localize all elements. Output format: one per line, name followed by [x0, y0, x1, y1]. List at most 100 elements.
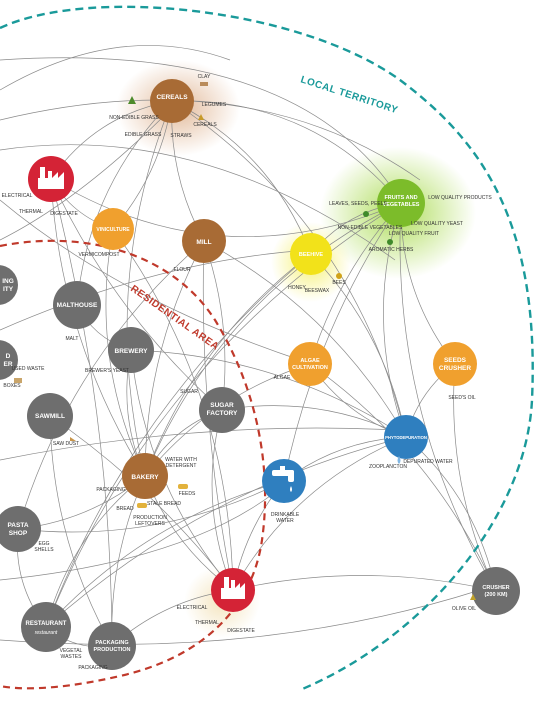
node-phytodepuration-label: PHYTODEPURATION [385, 435, 427, 440]
flow-label-zooplancton: ZOOPLANCTON [369, 464, 407, 470]
node-mill[interactable]: MILL [182, 219, 226, 263]
flow-label-edible-grass: EDIBLE GRASS [125, 132, 162, 138]
node-viniculture-label: VINICULTURE [96, 227, 130, 233]
node-thermal-plant-bottom[interactable] [211, 568, 255, 612]
box-icon [14, 378, 22, 383]
flow-label-vermicompost: VERMICOMPOST [78, 252, 119, 258]
oil-icon [470, 594, 476, 600]
flow-line [0, 427, 396, 461]
node-phytodepuration[interactable]: PHYTODEPURATION [384, 415, 428, 459]
node-malthouse[interactable]: MALTHOUSE [53, 281, 101, 329]
node-restaurant-sub: restaurant [35, 630, 58, 636]
flow-label-brewers-yeast: BREWER'S YEAST [85, 368, 129, 374]
flow-label-legumes: LEGUMES [202, 102, 227, 108]
bread-icon [137, 503, 147, 508]
flow-label-leaves-seeds-peels: LEAVES, SEEDS, PEELS [329, 201, 387, 207]
flow-label-digestate-bottom: DIGESTATE [227, 628, 255, 634]
clay-icon [200, 82, 208, 86]
flow-line [130, 349, 407, 438]
node-crusher-label: CRUSHER(200 KM) [482, 585, 509, 598]
flow-label-low-quality-yeast: LOW QUALITY YEAST [411, 221, 463, 227]
flow-label-used-waste: USED WASTE [12, 366, 46, 372]
flow-line [453, 363, 497, 592]
node-cereals-label: CEREALS [156, 94, 188, 101]
flow-line [0, 479, 291, 581]
flow-label-feeds: FEEDS [179, 491, 196, 497]
flow-line [49, 415, 113, 647]
flow-line [171, 100, 402, 204]
residential-area-boundary [0, 239, 267, 690]
flow-line [50, 178, 223, 411]
leaf-icon [363, 211, 369, 217]
node-brewery[interactable]: BREWERY [108, 327, 154, 373]
flow-line [283, 202, 402, 482]
flow-label-olive-oil: OLIVE OIL [452, 606, 476, 612]
flow-label-digestate-top: DIGESTATE [50, 211, 78, 217]
node-beehive[interactable]: BEEHIVE [290, 233, 332, 275]
flow-line [0, 45, 231, 91]
flow-label-low-quality-fruit: LOW QUALITY FRUIT [389, 231, 439, 237]
node-restaurant[interactable]: RESTAURANT restaurant [21, 602, 71, 652]
flow-label-honey: HONEY [288, 285, 306, 291]
flow-line [232, 575, 497, 592]
factory-icon [221, 577, 245, 599]
flow-line [17, 240, 205, 530]
nodes: CEREALS VINICULTURE MILL BEEHIVE [0, 79, 520, 670]
flow-label-seeds-oil: SEED'S OIL [448, 395, 476, 401]
flow-line [45, 253, 312, 628]
flow-line [310, 253, 407, 438]
node-beehive-label: BEEHIVE [299, 252, 323, 258]
node-viniculture[interactable]: VINICULTURE [92, 208, 134, 250]
node-thermal-plant-top[interactable] [28, 156, 74, 202]
sawdust-icon [70, 437, 76, 441]
flow-label-aromatic-herbs: AROMATIC HERBS [369, 247, 414, 253]
flow-line [144, 240, 205, 477]
flow-label-thermal-bottom: THERMAL [195, 620, 219, 626]
flow-label-packaging: PACKAGING [96, 487, 125, 493]
flow-label-malt: MALT [66, 336, 79, 342]
node-crusher[interactable]: CRUSHER(200 KM) [472, 567, 520, 615]
flow-label-low-quality-products: LOW QUALITY PRODUCTS [428, 195, 492, 201]
flow-line [0, 199, 301, 361]
flow-line [0, 249, 311, 331]
node-sawmill[interactable]: SAWMILL [27, 393, 73, 439]
bread-icon [178, 484, 188, 489]
flow-line [0, 144, 396, 261]
flow-lines [0, 45, 497, 648]
node-water-tap[interactable] [262, 459, 306, 503]
node-sawmill-label: SAWMILL [35, 413, 65, 420]
node-cereals[interactable]: CEREALS [150, 79, 194, 123]
flow-label-non-edible-grass: NON-EDIBLE GRASS [109, 115, 159, 121]
local-territory-boundary [0, 5, 534, 692]
flow-label-flour: FLOUR [174, 267, 191, 273]
local-territory-label: LOCAL TERRITORY [299, 74, 399, 116]
node-mill-label: MILL [196, 239, 211, 246]
flow-label-straws: STRAWS [170, 133, 192, 139]
flow-label-sugar: SUGAR [180, 389, 198, 395]
flow-label-thermal-top: THERMAL [19, 209, 43, 215]
water-tap-icon [272, 466, 294, 492]
flow-label-cereals: CEREALS [193, 122, 217, 128]
node-bakery-label: BAKERY [131, 474, 159, 481]
node-malthouse-label: MALTHOUSE [57, 302, 98, 309]
node-bakery[interactable]: BAKERY [122, 453, 168, 499]
